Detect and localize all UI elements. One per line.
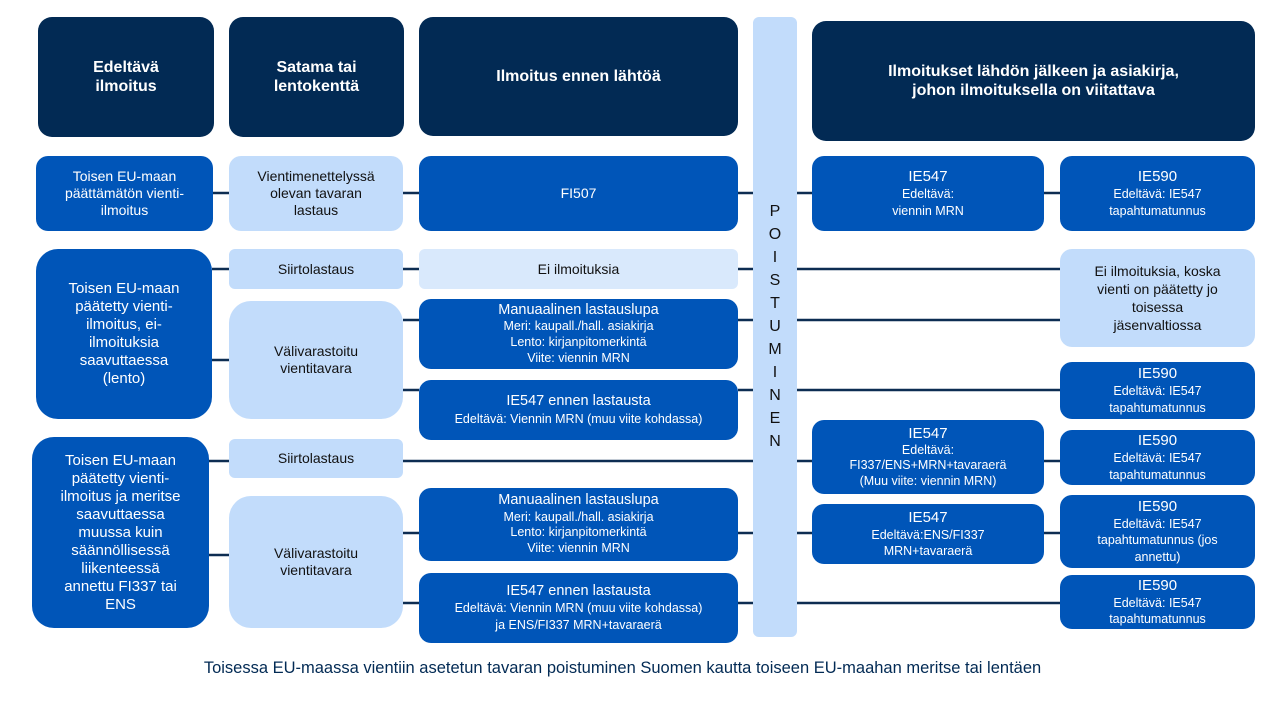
post-departure-title: IE547 [908, 508, 948, 526]
pre-departure-box-1: FI507 [419, 156, 738, 231]
exit-letter: E [769, 410, 781, 427]
header-label: Edeltävä ilmoitus [93, 58, 159, 95]
port-box-1: Vientimenettelyssä olevan tavaran lastau… [229, 156, 403, 231]
pre-departure-title: Ei ilmoituksia [537, 260, 620, 277]
post-departure-box-1: IE547 Edeltävä: viennin MRN [812, 156, 1044, 231]
header-previous-declaration: Edeltävä ilmoitus [38, 17, 214, 137]
port-text: Siirtolastaus [277, 260, 355, 277]
final-detail: Edeltävä: IE547 tapahtumatunnus [1109, 595, 1206, 626]
final-box-2: Ei ilmoituksia, koska vienti on päätetty… [1060, 249, 1255, 347]
port-box-3: Välivarastoitu vientitavara [229, 301, 403, 419]
diagram-caption: Toisessa EU-maassa vientiin asetetun tav… [203, 659, 1042, 677]
pre-departure-box-5: Manuaalinen lastauslupa Meri: kaupall./h… [419, 488, 738, 561]
origin-text: Toisen EU-maan päättämätön vienti- ilmoi… [64, 168, 185, 218]
header-label: Ilmoitukset lähdön jälkeen ja asiakirja,… [888, 62, 1179, 99]
final-title: IE590 [1137, 576, 1178, 594]
pre-departure-box-2: Ei ilmoituksia [419, 249, 738, 289]
final-title: IE590 [1137, 432, 1178, 450]
post-departure-title: IE547 [908, 424, 948, 442]
exit-letter: N [769, 387, 781, 404]
final-box-3: IE590 Edeltävä: IE547 tapahtumatunnus [1060, 362, 1255, 419]
final-title: IE590 [1137, 365, 1178, 383]
exit-letter: O [768, 226, 782, 243]
port-box-2: Siirtolastaus [229, 249, 403, 289]
origin-text: Toisen EU-maan päätetty vienti- ilmoitus… [68, 280, 180, 387]
port-text: Vientimenettelyssä olevan tavaran lastau… [257, 168, 375, 218]
origin-box-3: Toisen EU-maan päätetty vienti- ilmoitus… [32, 437, 209, 628]
final-detail: Edeltävä: IE547 tapahtumatunnus [1109, 384, 1206, 415]
final-detail: Edeltävä: IE547 tapahtumatunnus (jos ann… [1097, 517, 1218, 564]
header-label: Satama tai lentokenttä [273, 58, 360, 95]
origin-text: Toisen EU-maan päätetty vienti- ilmoitus… [60, 451, 181, 613]
origin-box-2: Toisen EU-maan päätetty vienti- ilmoitus… [36, 249, 212, 419]
port-text: Välivarastoitu vientitavara [273, 545, 359, 578]
exit-letter: N [769, 433, 781, 450]
port-text: Siirtolastaus [277, 450, 355, 467]
final-box-5: IE590 Edeltävä: IE547 tapahtumatunnus (j… [1060, 495, 1255, 568]
header-post-departure: Ilmoitukset lähdön jälkeen ja asiakirja,… [812, 21, 1255, 141]
pre-departure-detail: Edeltävä: Viennin MRN (muu viite kohdass… [454, 411, 703, 426]
final-title: IE590 [1137, 498, 1178, 516]
post-departure-detail: Edeltävä: viennin MRN [892, 187, 964, 218]
exit-letter: I [772, 364, 778, 381]
header-pre-departure: Ilmoitus ennen lähtöä [419, 17, 738, 136]
post-departure-box-3: IE547 Edeltävä:ENS/FI337 MRN+tavaraerä [812, 504, 1044, 564]
port-box-4: Siirtolastaus [229, 439, 403, 478]
post-departure-detail: Edeltävä: FI337/ENS+MRN+tavaraerä (Muu v… [849, 442, 1007, 488]
pre-departure-box-6: IE547 ennen lastausta Edeltävä: Viennin … [419, 573, 738, 643]
exit-letter: S [769, 272, 781, 289]
pre-departure-box-3: Manuaalinen lastauslupa Meri: kaupall./h… [419, 299, 738, 369]
final-detail: Edeltävä: IE547 tapahtumatunnus [1109, 187, 1206, 218]
pre-departure-title: FI507 [560, 185, 597, 202]
pre-departure-detail: Meri: kaupall./hall. asiakirja Lento: ki… [503, 319, 654, 365]
exit-letter: U [769, 318, 781, 335]
final-title: IE590 [1137, 168, 1178, 186]
final-box-6: IE590 Edeltävä: IE547 tapahtumatunnus [1060, 575, 1255, 629]
pre-departure-title: IE547 ennen lastausta [506, 583, 651, 600]
exit-letter: P [769, 203, 781, 220]
exit-letter: I [772, 249, 778, 266]
post-departure-detail: Edeltävä:ENS/FI337 MRN+tavaraerä [871, 527, 985, 558]
pre-departure-title: IE547 ennen lastausta [506, 393, 651, 410]
port-text: Välivarastoitu vientitavara [273, 343, 359, 376]
final-box-4: IE590 Edeltävä: IE547 tapahtumatunnus [1060, 430, 1255, 485]
port-box-5: Välivarastoitu vientitavara [229, 496, 403, 628]
origin-box-1: Toisen EU-maan päättämätön vienti- ilmoi… [36, 156, 213, 231]
final-detail: Edeltävä: IE547 tapahtumatunnus [1109, 451, 1206, 482]
pre-departure-box-4: IE547 ennen lastausta Edeltävä: Viennin … [419, 380, 738, 440]
header-port-or-airport: Satama tai lentokenttä [229, 17, 404, 137]
exit-letter: T [770, 295, 780, 312]
pre-departure-title: Manuaalinen lastauslupa [498, 301, 659, 318]
header-label: Ilmoitus ennen lähtöä [496, 67, 661, 85]
post-departure-title: IE547 [908, 168, 948, 186]
pre-departure-detail: Meri: kaupall./hall. asiakirja Lento: ki… [503, 509, 654, 555]
exit-letter: M [768, 341, 782, 358]
final-box-1: IE590 Edeltävä: IE547 tapahtumatunnus [1060, 156, 1255, 231]
final-title: Ei ilmoituksia, koska vienti on päätetty… [1094, 262, 1221, 334]
post-departure-box-2: IE547 Edeltävä: FI337/ENS+MRN+tavaraerä … [812, 420, 1044, 494]
pre-departure-detail: Edeltävä: Viennin MRN (muu viite kohdass… [454, 601, 703, 632]
pre-departure-title: Manuaalinen lastauslupa [498, 492, 659, 509]
exit-bar: P O I S T U M I N E N [753, 17, 797, 637]
